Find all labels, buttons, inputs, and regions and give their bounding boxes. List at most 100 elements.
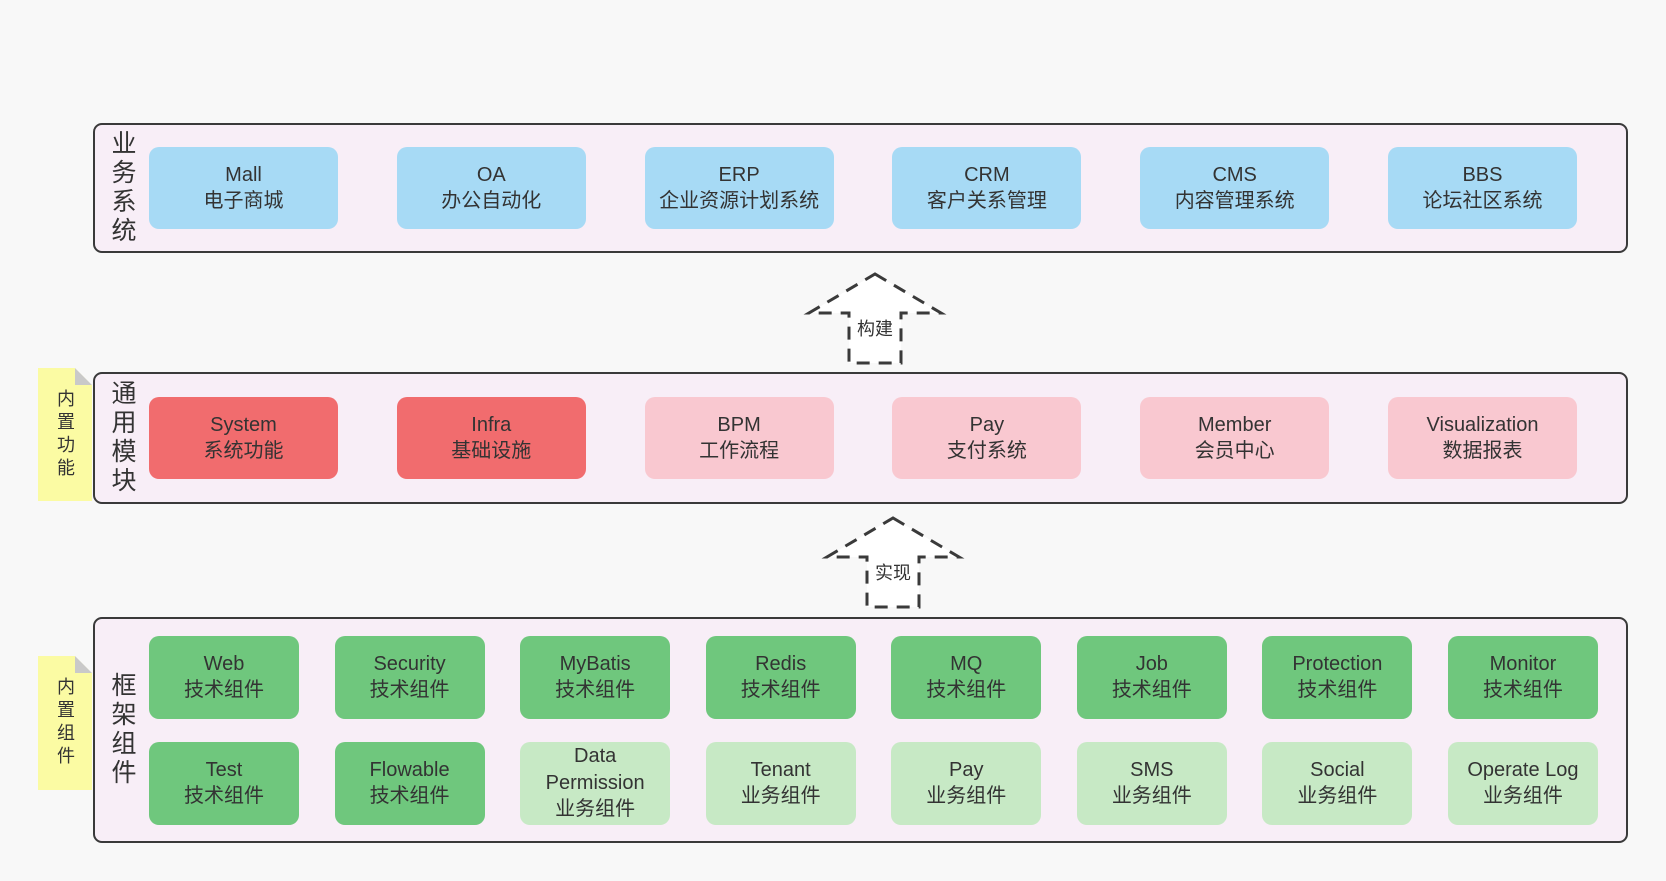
box-subtitle: 会员中心 (1194, 440, 1275, 462)
band-business-content: Mall 电子商城 OA 办公自动化 ERP 企业资源计划系统 CRM 客户关系… (149, 125, 1626, 251)
box-crm: CRM 客户关系管理 (892, 147, 1082, 229)
box-subtitle: 业务组件 (555, 798, 636, 821)
band-business-systems: 业务系统 Mall 电子商城 OA 办公自动化 ERP 企业资源计划系统 CRM… (93, 123, 1628, 253)
box-subtitle: 数据报表 (1442, 440, 1523, 462)
box-cms: CMS 内容管理系统 (1140, 147, 1330, 229)
box-data-permission: Data Permission 业务组件 (520, 741, 671, 825)
box-subtitle: 企业资源计划系统 (659, 190, 820, 212)
box-title: Security (373, 652, 446, 675)
box-title: OA (476, 163, 506, 186)
band-label-business-systems: 业务系统 (108, 130, 136, 246)
box-subtitle: 客户关系管理 (926, 190, 1047, 212)
band-label-common-modules: 通用模块 (108, 380, 136, 496)
box-subtitle: 电子商城 (203, 190, 284, 212)
box-flowable: Flowable 技术组件 (334, 741, 485, 825)
box-subtitle: 技术组件 (926, 679, 1007, 701)
box-subtitle: 基础设施 (451, 440, 532, 462)
box-redis: Redis 技术组件 (705, 635, 856, 719)
box-oa: OA 办公自动化 (396, 147, 586, 229)
box-subtitle: 业务组件 (1297, 785, 1378, 807)
sticky-note-builtin-components: 内置组件 (38, 656, 92, 790)
sticky-note-builtin-functions: 内置功能 (38, 368, 92, 501)
box-title: SMS (1130, 758, 1174, 781)
box-subtitle: 技术组件 (555, 679, 636, 701)
box-title: Pay (949, 758, 984, 781)
box-title: Pay (969, 413, 1005, 436)
box-subtitle: 内容管理系统 (1174, 190, 1295, 212)
box-job: Job 技术组件 (1076, 635, 1227, 719)
box-bbs: BBS 论坛社区系统 (1387, 147, 1577, 229)
box-title: Visualization (1426, 413, 1539, 436)
box-subtitle: 业务组件 (926, 785, 1007, 807)
box-sms: SMS 业务组件 (1076, 741, 1227, 825)
box-infra: Infra 基础设施 (396, 397, 586, 479)
box-subtitle: 业务组件 (1111, 785, 1192, 807)
band-framework-components: 框架组件 Web 技术组件 Security 技术组件 MyBatis 技术组件… (93, 617, 1628, 843)
arrow-build: 构建 (803, 271, 947, 367)
sticky-note-label: 内置功能 (55, 388, 75, 481)
box-title: CMS (1212, 163, 1257, 186)
box-title: MyBatis (559, 652, 631, 675)
box-pay-component: Pay 业务组件 (891, 741, 1042, 825)
box-title: Mall (225, 163, 262, 186)
box-title: Job (1135, 652, 1168, 675)
box-subtitle: 技术组件 (1111, 679, 1192, 701)
band-components-content: Web 技术组件 Security 技术组件 MyBatis 技术组件 Redi… (149, 619, 1626, 841)
box-member: Member 会员中心 (1140, 397, 1330, 479)
box-subtitle: 技术组件 (1297, 679, 1378, 701)
box-title: MQ (950, 652, 983, 675)
box-title: CRM (964, 163, 1010, 186)
box-security: Security 技术组件 (334, 635, 485, 719)
box-subtitle: 工作流程 (699, 440, 780, 462)
box-subtitle: 系统功能 (203, 440, 284, 462)
box-title: Social (1310, 758, 1365, 781)
box-title: System (210, 413, 277, 436)
box-title: Infra (471, 413, 512, 436)
box-mybatis: MyBatis 技术组件 (520, 635, 671, 719)
box-title: ERP (718, 163, 760, 186)
box-title: Web (203, 652, 245, 675)
box-subtitle: 技术组件 (184, 785, 264, 807)
box-system: System 系统功能 (149, 397, 338, 479)
box-title: Flowable (369, 758, 450, 781)
box-title: Tenant (750, 758, 811, 781)
box-subtitle: 支付系统 (946, 440, 1027, 462)
box-monitor: Monitor 技术组件 (1447, 635, 1598, 719)
box-title: Protection (1292, 652, 1383, 675)
box-operate-log: Operate Log 业务组件 (1447, 741, 1598, 825)
box-title: BPM (717, 413, 761, 436)
box-social: Social 业务组件 (1262, 741, 1413, 825)
band-modules-content: System 系统功能 Infra 基础设施 BPM 工作流程 Pay 支付系统… (149, 374, 1626, 502)
box-title: Test (205, 758, 243, 781)
box-test: Test 技术组件 (149, 741, 299, 825)
box-subtitle: 技术组件 (184, 679, 264, 701)
box-subtitle: 业务组件 (1482, 785, 1563, 807)
box-web: Web 技术组件 (149, 635, 299, 719)
box-erp: ERP 企业资源计划系统 (644, 147, 834, 229)
box-title: Redis (755, 652, 807, 675)
box-subtitle: 业务组件 (740, 785, 821, 807)
arrow-implement: 实现 (821, 515, 965, 611)
box-visualization: Visualization 数据报表 (1387, 397, 1577, 479)
box-title: Data Permission (545, 745, 645, 794)
box-mq: MQ 技术组件 (891, 635, 1042, 719)
box-title: Member (1198, 413, 1272, 436)
box-subtitle: 技术组件 (369, 679, 450, 701)
box-subtitle: 技术组件 (369, 785, 450, 807)
box-title: Monitor (1489, 652, 1557, 675)
box-subtitle: 办公自动化 (441, 190, 542, 212)
box-pay-system: Pay 支付系统 (892, 397, 1082, 479)
box-subtitle: 论坛社区系统 (1422, 190, 1543, 212)
box-mall: Mall 电子商城 (149, 147, 338, 229)
arrow-implement-label: 实现 (872, 559, 914, 585)
box-bpm: BPM 工作流程 (644, 397, 834, 479)
box-tenant: Tenant 业务组件 (705, 741, 856, 825)
box-title: Operate Log (1467, 758, 1579, 781)
components-row-2: Test 技术组件 Flowable 技术组件 Data Permission … (149, 741, 1598, 825)
band-common-modules: 通用模块 System 系统功能 Infra 基础设施 BPM 工作流程 Pay… (93, 372, 1628, 504)
box-title: BBS (1462, 163, 1503, 186)
box-subtitle: 技术组件 (1482, 679, 1563, 701)
sticky-note-label: 内置组件 (55, 677, 75, 769)
arrow-build-label: 构建 (854, 315, 896, 341)
